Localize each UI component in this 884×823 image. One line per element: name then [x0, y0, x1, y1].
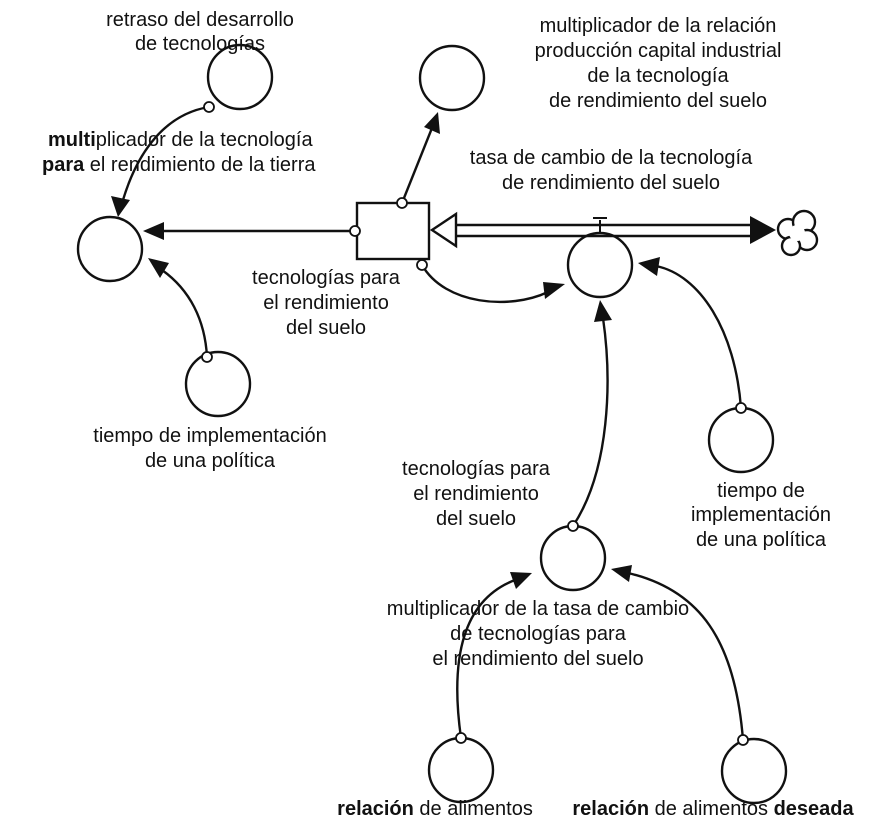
label-relacion-alimentos-deseada: relación de alimentos deseada: [572, 798, 854, 820]
arrowhead: [543, 282, 565, 299]
label-retraso: retraso del desarrollo de tecnologías: [106, 9, 294, 55]
link-origin-dot: [203, 101, 215, 113]
label-line: el rendimiento: [263, 292, 389, 314]
label-line: tiempo de: [717, 480, 805, 502]
label-line: tasa de cambio de la tecnología: [470, 147, 753, 169]
label-line: el rendimiento: [413, 483, 539, 505]
label-line: multiplicador de la tecnología: [48, 129, 313, 151]
tecnologias-stock[interactable]: [355, 201, 431, 261]
label-line: multiplicador de la tasa de cambio: [387, 598, 689, 620]
link-tiempo-right-to-tasa: [655, 264, 743, 409]
link-origin-dot: [416, 259, 428, 271]
label-relacion-alimentos: relación de alimentos: [337, 798, 533, 820]
label-tiempo-right: tiempo de implementación de una política: [691, 480, 831, 551]
link-rel-des-to-tec-aux: [627, 571, 745, 741]
arrowhead: [143, 222, 164, 240]
label-line: retraso del desarrollo: [106, 9, 294, 31]
link-tec-aux-to-tasa: [571, 317, 609, 527]
retraso-desarrollo-node[interactable]: [206, 43, 274, 111]
arrowhead: [594, 300, 612, 322]
relacion-alimentos-node[interactable]: [427, 736, 495, 804]
label-line: de una política: [145, 450, 276, 472]
label-line: tecnologías para: [252, 267, 401, 289]
label-line: para el rendimiento de la tierra: [42, 154, 316, 176]
arrowhead: [611, 565, 632, 582]
arrowhead: [148, 258, 169, 278]
label-line: del suelo: [436, 508, 516, 530]
tiempo-implementacion-right-node[interactable]: [707, 406, 775, 474]
label-line: del suelo: [286, 317, 366, 339]
label-line: el rendimiento del suelo: [432, 648, 643, 670]
link-origin-dot: [396, 197, 408, 209]
multiplicador-tecnologia-node[interactable]: [76, 215, 144, 283]
tasa-cambio-rate-node[interactable]: [566, 231, 634, 299]
arrowhead: [638, 257, 660, 276]
label-line: tecnologías para: [402, 458, 551, 480]
label-line: de rendimiento del suelo: [549, 90, 767, 112]
label-stock: tecnologías para el rendimiento del suel…: [252, 267, 401, 339]
link-origin-dot: [349, 225, 361, 237]
label-tasa-cambio: tasa de cambio de la tecnología de rendi…: [470, 147, 753, 194]
link-rel-alim-to-tec-aux: [456, 578, 516, 739]
label-line: de la tecnología: [587, 65, 729, 87]
link-tiempo-left-to-mult: [161, 269, 209, 358]
link-retraso-to-mult: [121, 105, 210, 201]
tiempo-implementacion-left-node[interactable]: [184, 350, 252, 418]
multiplicador-relacion-node[interactable]: [418, 44, 486, 112]
label-line: de una política: [696, 529, 827, 551]
link-origin-dot: [567, 520, 579, 532]
cloud-source-icon: [776, 209, 819, 257]
link-origin-dot: [455, 732, 467, 744]
label-line: de tecnologías para: [450, 623, 627, 645]
label-tiempo-left: tiempo de implementación de una política: [93, 425, 326, 472]
tecnologias-aux-node[interactable]: [539, 524, 607, 592]
link-origin-dot: [735, 402, 747, 414]
label-multiplicador-tecnologia: multiplicador de la tecnología para el r…: [42, 129, 316, 176]
arrowhead: [424, 112, 440, 134]
link-stock-to-mult-relacion: [400, 127, 434, 204]
flow-pipe: [429, 211, 776, 249]
relacion-alimentos-deseada-node[interactable]: [720, 737, 788, 805]
label-multiplicador-relacion: multiplicador de la relación producción …: [535, 15, 782, 112]
arrowhead: [111, 196, 130, 217]
arrowhead: [510, 572, 532, 589]
label-line: producción capital industrial: [535, 40, 782, 62]
label-line: tiempo de implementación: [93, 425, 326, 447]
label-multiplicador-tasa: multiplicador de la tasa de cambio de te…: [387, 598, 689, 670]
flow-arrowhead: [429, 211, 458, 249]
label-tecnologias-aux: tecnologías para el rendimiento del suel…: [402, 458, 551, 530]
label-line: de rendimiento del suelo: [502, 172, 720, 194]
label-line: multiplicador de la relación: [540, 15, 777, 37]
link-origin-dot: [201, 351, 213, 363]
label-line: implementación: [691, 504, 831, 526]
label-line: de tecnologías: [135, 33, 265, 55]
link-origin-dot: [737, 734, 749, 746]
link-stock-to-tasa: [420, 264, 549, 304]
